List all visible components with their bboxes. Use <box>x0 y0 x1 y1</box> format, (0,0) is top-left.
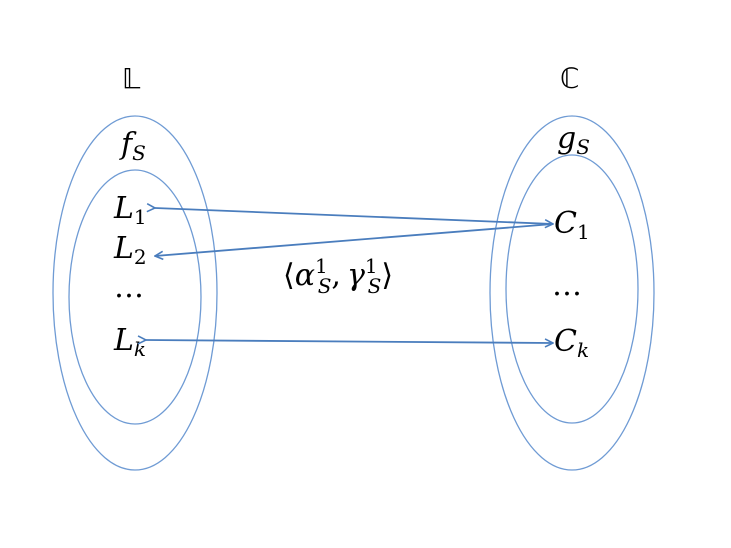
right-item-ck: Ck <box>554 324 589 362</box>
left-inner-ellipse <box>68 169 202 425</box>
right-inner-ellipse <box>505 154 639 424</box>
left-set-symbol: 𝕃 <box>122 62 141 95</box>
left-outer-ellipse <box>52 115 218 471</box>
right-ellipsis: … <box>552 268 582 303</box>
right-outer-ellipse <box>489 115 655 471</box>
right-function-label: gS <box>557 121 590 159</box>
left-function-label: fS <box>119 127 146 165</box>
left-ellipsis: … <box>114 270 144 305</box>
left-item-lk: Lk <box>113 323 146 361</box>
arrow-l1-c1 <box>155 208 553 224</box>
arrow-c1-l2 <box>155 223 554 256</box>
right-set-symbol: ℂ <box>560 62 580 95</box>
arrow-lk-ck <box>146 340 553 343</box>
right-item-c1: C1 <box>554 206 590 244</box>
left-item-l2: L2 <box>113 231 147 269</box>
left-item-l1: L1 <box>113 191 147 229</box>
